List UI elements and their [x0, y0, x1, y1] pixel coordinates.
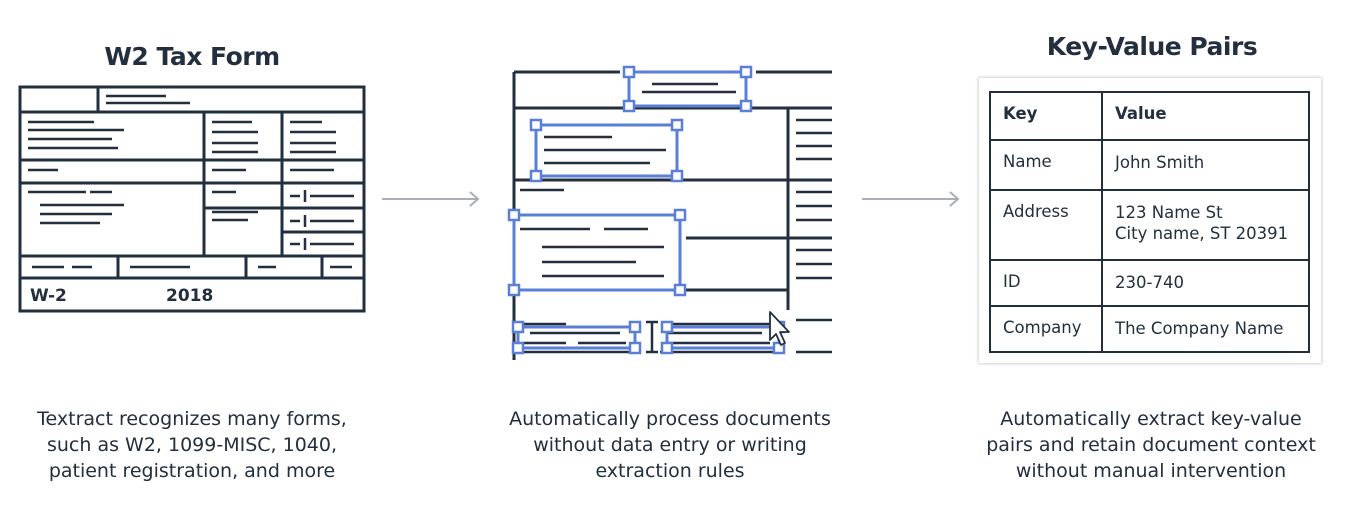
caption-line: such as W2, 1099-MISC, 1040, — [46, 434, 337, 456]
value-line: 123 Name St — [1115, 203, 1223, 222]
caption-line: pairs and retain document context — [986, 434, 1316, 456]
table-header-row: Key Value — [989, 91, 1310, 141]
caption-line: patient registration, and more — [48, 460, 336, 482]
table-cell-value: John Smith — [1101, 139, 1310, 191]
key-value-pairs-title: Key-Value Pairs — [1046, 32, 1258, 61]
caption-line: without data entry or writing — [533, 434, 807, 456]
w2-form-label: W-2 — [30, 286, 67, 306]
table-cell-value: 230-740 — [1101, 259, 1310, 307]
caption-line: Automatically extract key-value — [1000, 408, 1302, 430]
value-line: The Company Name — [1115, 319, 1284, 338]
key-value-table: Key Value Name John Smith Address 123 Na… — [989, 91, 1310, 353]
key-value-caption: Automatically extract key-value pairs an… — [970, 406, 1332, 484]
w2-form-title: W2 Tax Form — [104, 42, 280, 71]
value-line: City name, ST 20391 — [1115, 224, 1289, 243]
table-row: Company The Company Name — [989, 305, 1310, 353]
table-header-value: Value — [1101, 91, 1310, 141]
table-cell-value: 123 Name St City name, ST 20391 — [1101, 189, 1310, 261]
w2-form-caption: Textract recognizes many forms, such as … — [22, 406, 362, 484]
table-row: Name John Smith — [989, 139, 1310, 191]
document-detection-illustration — [507, 65, 832, 360]
table-cell-key: Address — [989, 189, 1103, 261]
mouse-cursor-icon — [769, 311, 790, 346]
processing-caption: Automatically process documents without … — [490, 406, 850, 484]
caption-line: extraction rules — [595, 460, 745, 482]
caption-line: without manual intervention — [1015, 460, 1287, 482]
w2-form-illustration: W-2 2018 — [18, 85, 366, 313]
flow-arrow-icon — [862, 191, 960, 207]
key-value-card: Key Value Name John Smith Address 123 Na… — [979, 78, 1321, 363]
table-cell-value: The Company Name — [1101, 305, 1310, 353]
table-cell-key: ID — [989, 259, 1103, 307]
value-line: 230-740 — [1115, 273, 1184, 292]
caption-line: Textract recognizes many forms, — [37, 408, 347, 430]
table-header-key: Key — [989, 91, 1103, 141]
caption-line: Automatically process documents — [509, 408, 831, 430]
table-cell-key: Name — [989, 139, 1103, 191]
value-line: John Smith — [1115, 153, 1205, 172]
w2-form-year: 2018 — [166, 286, 213, 306]
flow-arrow-icon — [382, 191, 480, 207]
table-cell-key: Company — [989, 305, 1103, 353]
table-row: ID 230-740 — [989, 259, 1310, 307]
table-row: Address 123 Name St City name, ST 20391 — [989, 189, 1310, 261]
